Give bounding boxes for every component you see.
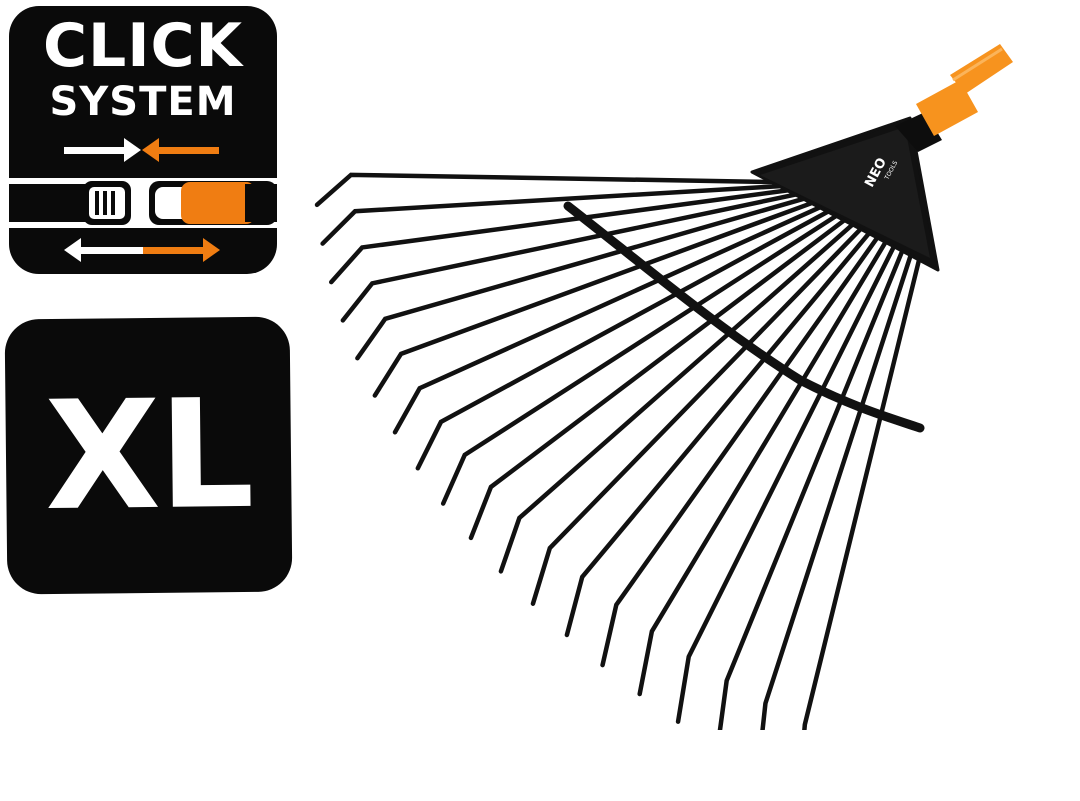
- rake-tine: [440, 212, 841, 506]
- arrow-left-orange-icon: [142, 138, 219, 162]
- rake-tine: [314, 172, 775, 208]
- arrow-right-white-icon: [64, 138, 141, 162]
- rake-tine: [372, 200, 816, 398]
- rake-tine: [717, 245, 906, 730]
- click-connector-icon: [9, 138, 277, 262]
- rake-tine: [328, 187, 791, 285]
- rake-tine: [498, 220, 857, 574]
- rake-tine: [600, 233, 882, 668]
- rake-tine: [355, 196, 808, 361]
- rake-tine: [760, 249, 915, 730]
- click-label: CLICK: [42, 11, 244, 81]
- size-label: XL: [43, 367, 254, 545]
- rake-tine: [675, 241, 898, 724]
- system-label: SYSTEM: [49, 79, 237, 125]
- rake-tine: [802, 253, 923, 730]
- rake-tine: [530, 224, 865, 606]
- size-badge: XL: [4, 316, 293, 595]
- rake-tine: [564, 229, 873, 638]
- arrow-right-orange-icon: [143, 238, 220, 262]
- rake-tine: [320, 183, 783, 246]
- rake-tine: [415, 208, 832, 471]
- rake-tine: [392, 204, 824, 435]
- click-system-badge: CLICK SYSTEM: [9, 6, 277, 274]
- rake-tine: [468, 216, 849, 541]
- rake-brace: [563, 201, 925, 433]
- rake-tines: [314, 172, 923, 730]
- leaf-rake-icon: NEO TOOLS: [314, 44, 1013, 730]
- arrow-left-white-icon: [64, 238, 143, 262]
- rake-tine: [637, 237, 890, 697]
- rake-tine: [340, 192, 799, 323]
- rake-handle: [916, 44, 1013, 136]
